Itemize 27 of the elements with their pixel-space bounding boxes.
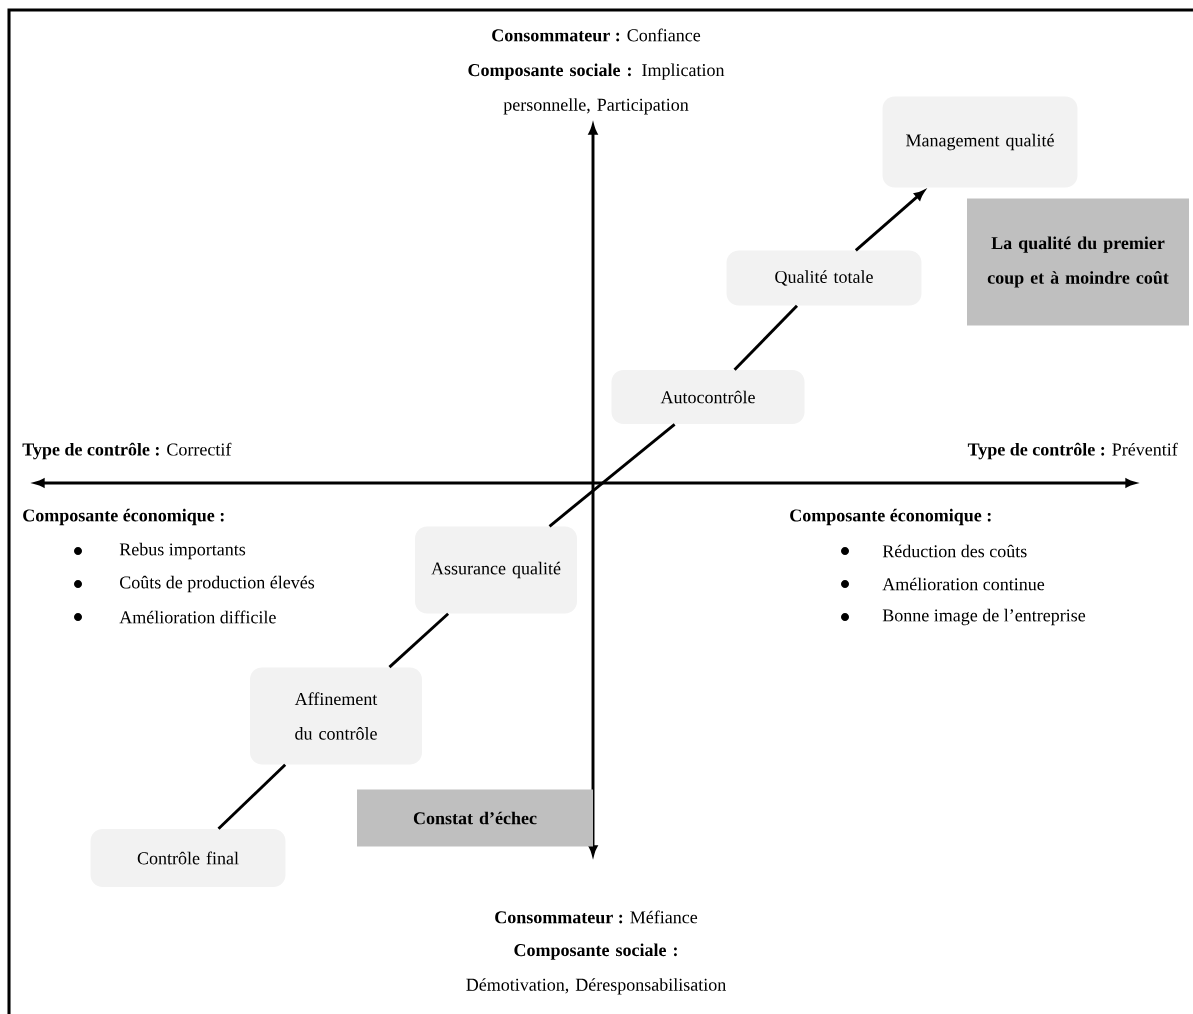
connector-line [388,612,450,669]
list-item: Réduction des coûts [882,544,1027,558]
list-item: Amélioration difficile [119,610,276,624]
axis-caption: Composante sociale : Démotivation, Déresponsabilisation [466,943,726,995]
connector-line [854,190,925,252]
axis-caption: Composante sociale : Implication personnelle, Participation [468,63,725,115]
list-item: Amélioration continue [882,577,1045,591]
stage-box: Assurance qualité [415,526,577,614]
list-item: Coûts de production élevés [120,575,315,593]
highlight-box: La qualité du premier coup et à moindre coût [967,198,1189,326]
stage-box: Autocontrôle [611,370,805,424]
connector-line [217,763,287,830]
stage-box: Affinement du contrôle [250,667,422,765]
axis-caption: Consommateur : Méfiance [495,910,698,924]
axis-caption: Type de contrôle : Préventif [967,442,1178,460]
stage-box: Management qualité [882,96,1078,188]
stage-box: Qualité totale [726,250,922,306]
axis-caption: Consommateur : Confiance [492,28,701,42]
list-item: Bonne image de l’entreprise [882,608,1086,626]
axis-caption: Type de contrôle : Correctif [22,442,232,460]
list-heading: Composante économique : [23,508,224,526]
highlight-box: Constat d’échec [357,789,593,847]
list-heading: Composante économique : [790,508,991,526]
list-item: Rebus importants [119,542,246,560]
stage-box: Contrôle final [90,829,286,887]
connector-line [733,304,799,371]
connector-line [548,423,676,528]
